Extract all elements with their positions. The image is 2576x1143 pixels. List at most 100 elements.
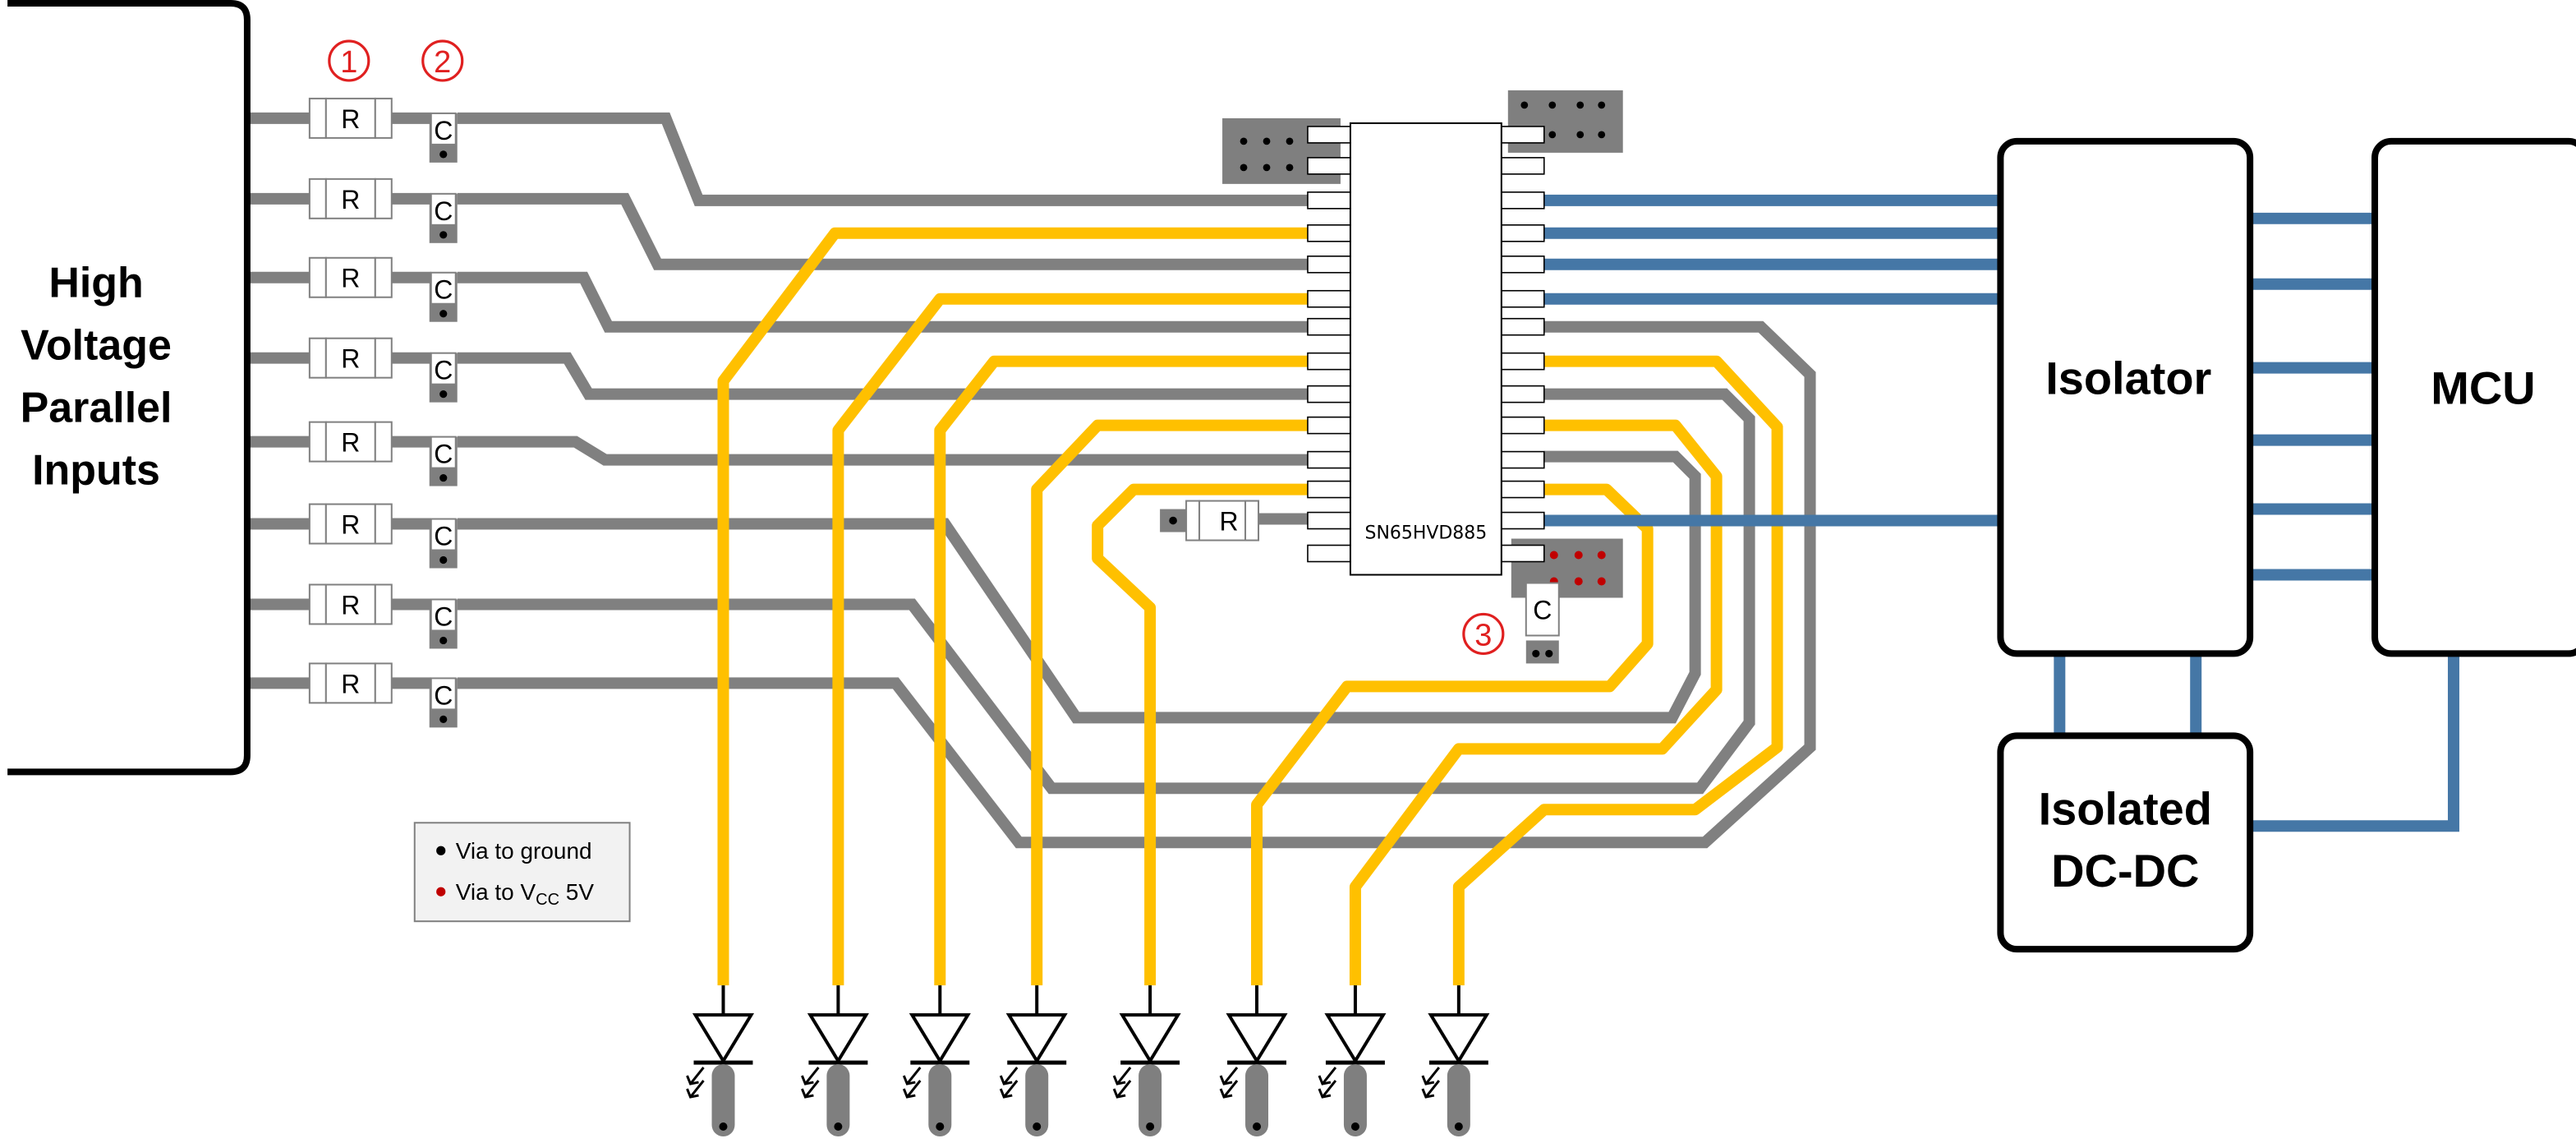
resistor-icon: R: [308, 583, 393, 625]
ic-sn65hvd885: SN65HVD885: [1349, 122, 1502, 576]
ic-pin-left-3: [1307, 191, 1351, 210]
capacitor-label: C: [434, 196, 453, 226]
leds: [686, 985, 1490, 1137]
capacitor-label: C: [434, 601, 453, 631]
capacitor-label: C: [434, 356, 453, 385]
ic-pin-left-13: [1307, 511, 1351, 530]
mcu-label: MCU: [2431, 362, 2535, 414]
led-icon: [801, 985, 869, 1137]
ic-pin-left-1: [1307, 126, 1351, 144]
ic-name: SN65HVD885: [1365, 523, 1488, 544]
ground-via-icon: [719, 1122, 728, 1131]
ic-pin-left-12: [1307, 480, 1351, 499]
resistor-label: R: [341, 590, 360, 620]
ic-pin-left-2: [1307, 157, 1351, 175]
svg-text:2: 2: [434, 45, 451, 80]
ground-via-icon: [1350, 1122, 1359, 1131]
ground-via-icon: [439, 150, 448, 159]
resistor-icon: R: [308, 662, 393, 704]
resistor-label: R: [341, 264, 360, 293]
ground-via-icon: [834, 1122, 843, 1131]
resistor-icon: R: [308, 97, 393, 139]
resistor-label: R: [341, 669, 360, 698]
callout-2: 2: [421, 39, 464, 82]
ic-pin-right-13: [1501, 511, 1545, 530]
ic-pin-left-11: [1307, 450, 1351, 469]
hv-inputs-line2: Voltage: [21, 322, 172, 370]
ic-pins: [1307, 126, 1545, 563]
ground-via-icon: [1033, 1122, 1042, 1131]
led-icon: [902, 985, 971, 1137]
resistor-icon: R: [308, 503, 393, 545]
ic-pin-right-9: [1501, 385, 1545, 403]
dcdc-block: Isolated DC-DC: [1997, 732, 2254, 953]
ground-via-icon: [439, 390, 448, 399]
ic-pin-right-11: [1501, 450, 1545, 469]
dcdc-line1: Isolated: [2039, 782, 2212, 834]
hv-inputs-line4: Inputs: [32, 447, 160, 495]
capacitor-icon: C: [429, 436, 458, 486]
isolator-block: Isolator: [1997, 137, 2254, 657]
hv-inputs-line3: Parallel: [21, 385, 172, 432]
led-icon: [1421, 985, 1490, 1137]
callout-3: 3: [1462, 612, 1505, 656]
capacitor-label: C: [434, 440, 453, 469]
capacitor-icon: C: [429, 271, 458, 322]
ic-pin-right-1: [1501, 126, 1545, 144]
ic-pin-left-10: [1307, 416, 1351, 435]
ic-pin-right-10: [1501, 416, 1545, 435]
led-icon: [686, 985, 755, 1137]
svg-text:3: 3: [1474, 618, 1492, 652]
ground-via-icon: [439, 636, 448, 645]
callout-1: 1: [328, 39, 370, 82]
ic-pin-left-9: [1307, 385, 1351, 403]
mcu-block: MCU: [2371, 137, 2576, 657]
resistor-label: R: [341, 104, 360, 134]
ic-pin-right-7: [1501, 317, 1545, 336]
led-icon: [999, 985, 1068, 1137]
ic-pin-left-7: [1307, 317, 1351, 336]
legend: Via to ground Via to VCC 5V: [413, 822, 631, 923]
yellow-led-traces: [717, 227, 1783, 986]
led-icon: [1219, 985, 1288, 1137]
vcc-via-icon: [436, 887, 446, 896]
ic-pin-left-4: [1307, 224, 1351, 242]
legend-vcc: Via to VCC 5V: [456, 879, 595, 909]
ground-via-icon: [439, 473, 448, 482]
led-icon: [1318, 985, 1387, 1137]
capacitor-label: C: [434, 680, 453, 710]
resistor-label: R: [341, 185, 360, 214]
capacitor-label: C: [434, 275, 453, 305]
svg-text:1: 1: [340, 45, 357, 80]
ground-via-icon: [439, 555, 448, 565]
ic-pin-left-5: [1307, 255, 1351, 274]
ic-pin-left-6: [1307, 289, 1351, 308]
bias-resistor: R: [1160, 500, 1260, 542]
ic-pin-right-14: [1501, 544, 1545, 563]
legend-ground: Via to ground: [456, 838, 592, 864]
hv-inputs-block: High Voltage Parallel Inputs: [7, 0, 251, 776]
capacitor-icon: C: [429, 192, 458, 243]
svg-text:C: C: [1533, 595, 1552, 625]
ic-pin-right-12: [1501, 480, 1545, 499]
ground-via-icon: [1454, 1122, 1463, 1131]
capacitor-label: C: [434, 522, 453, 551]
resistor-icon: R: [308, 256, 393, 298]
resistor-label: R: [341, 428, 360, 458]
gray-input-traces: [246, 112, 1816, 849]
capacitor-icon: C: [429, 352, 458, 403]
blue-digital-traces: [1543, 194, 2459, 832]
resistor-icon: R: [308, 177, 393, 219]
ground-via-icon: [439, 715, 448, 723]
resistor-icon: R: [308, 337, 393, 379]
hv-inputs-line1: High: [48, 260, 143, 307]
ground-via-icon: [1253, 1122, 1262, 1131]
